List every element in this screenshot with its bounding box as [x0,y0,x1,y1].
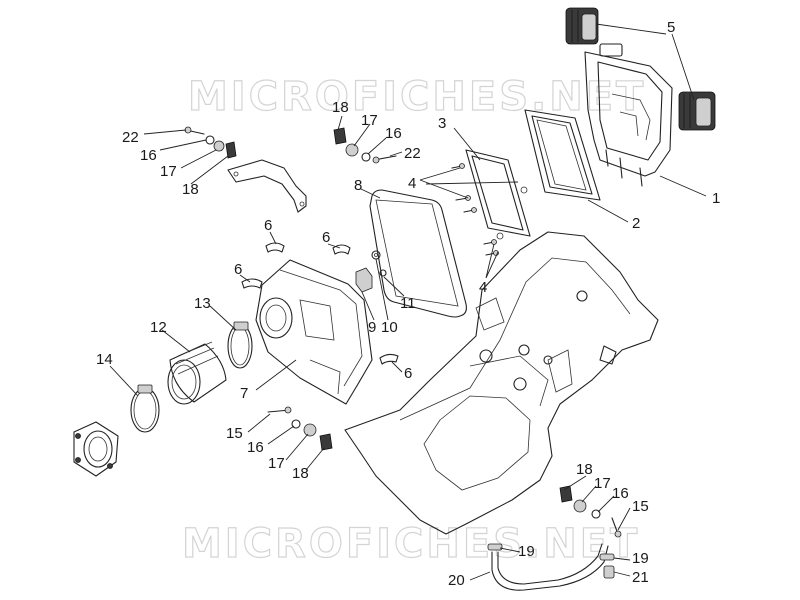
clip-18b [333,127,347,145]
hose-clamp-13 [227,321,253,369]
rubber-sleeve [167,341,227,405]
callout-6d: 6 [404,365,412,382]
callout-14: 14 [96,351,113,368]
intake-duct-right [678,91,716,131]
grommet-17c [303,423,317,437]
intake-duct-top [565,7,599,45]
throttle-flange [73,421,119,477]
callout-9: 9 [368,319,376,336]
hose-clip-19b [599,553,615,561]
callout-18d: 18 [576,461,593,478]
callout-5: 5 [667,19,675,36]
clip-18d [559,485,573,503]
callout-16a: 16 [140,147,157,164]
callout-17d: 17 [594,475,611,492]
callout-16d: 16 [612,485,629,502]
clip-18c [319,433,333,451]
callout-2: 2 [632,215,640,232]
spacer-16d [591,509,601,519]
callout-17b: 17 [361,112,378,129]
watermark-bottom: MICROFICHES.NET [182,521,640,567]
screw-22b [372,155,397,164]
callout-16b: 16 [385,125,402,142]
spacer-16b [361,152,371,162]
callout-10: 10 [381,319,398,336]
callout-13: 13 [194,295,211,312]
clip-18a [225,141,237,159]
spacer-16a [205,135,215,145]
clip-a [265,242,285,253]
callout-16c: 16 [247,439,264,456]
callout-17a: 17 [160,163,177,180]
callout-3: 3 [438,115,446,132]
spacer-16c [291,419,301,429]
frame-screws [451,163,499,256]
small-washer [371,250,381,260]
callout-6b: 6 [322,229,330,246]
leader-lines [109,23,707,581]
callout-18a: 18 [182,181,199,198]
watermark-top: MICROFICHES.NET [188,74,646,120]
air-filter-element [524,109,601,201]
grommet-17d [573,499,587,513]
callout-21: 21 [632,569,649,586]
callout-17c: 17 [268,455,285,472]
drain-hose [491,543,609,591]
lower-tray [344,231,659,535]
screw-15a [267,406,292,414]
hose-clamp-14 [130,384,160,433]
callout-7: 7 [240,385,248,402]
callout-22a: 22 [122,129,139,146]
filter-frame [465,149,531,240]
small-ring [379,269,387,277]
callout-15a: 15 [226,425,243,442]
grommet-17b [345,143,359,157]
callout-6a: 6 [264,217,272,234]
mounting-bracket [227,159,307,213]
callout-8: 8 [354,177,362,194]
callout-11: 11 [400,295,416,312]
hose-clip-19a [487,543,503,551]
callout-4b: 4 [479,279,487,296]
callout-18c: 18 [292,465,309,482]
drain-plug-21 [603,565,615,579]
callout-22b: 22 [404,145,421,162]
clip-c [241,278,263,289]
screw-22a [184,126,205,135]
clip-d [379,353,399,365]
grommet-17a [213,140,225,152]
filter-box-housing [584,43,673,187]
callout-labels: 1 2 3 4 4 5 6 6 6 6 7 8 9 10 11 12 13 14… [96,19,720,589]
callout-1: 1 [712,190,720,207]
callout-20: 20 [448,572,465,589]
callout-12: 12 [150,319,167,336]
callout-4a: 4 [408,175,416,192]
small-rubber-block [355,267,373,293]
callout-15b: 15 [632,498,649,515]
gasket [369,189,467,318]
clip-b [332,244,351,255]
screw-15b [611,517,622,538]
callout-19a: 19 [518,543,535,560]
callout-18b: 18 [332,99,349,116]
air-box-lower [255,259,373,405]
callout-6c: 6 [234,261,242,278]
callout-19b: 19 [632,550,649,567]
